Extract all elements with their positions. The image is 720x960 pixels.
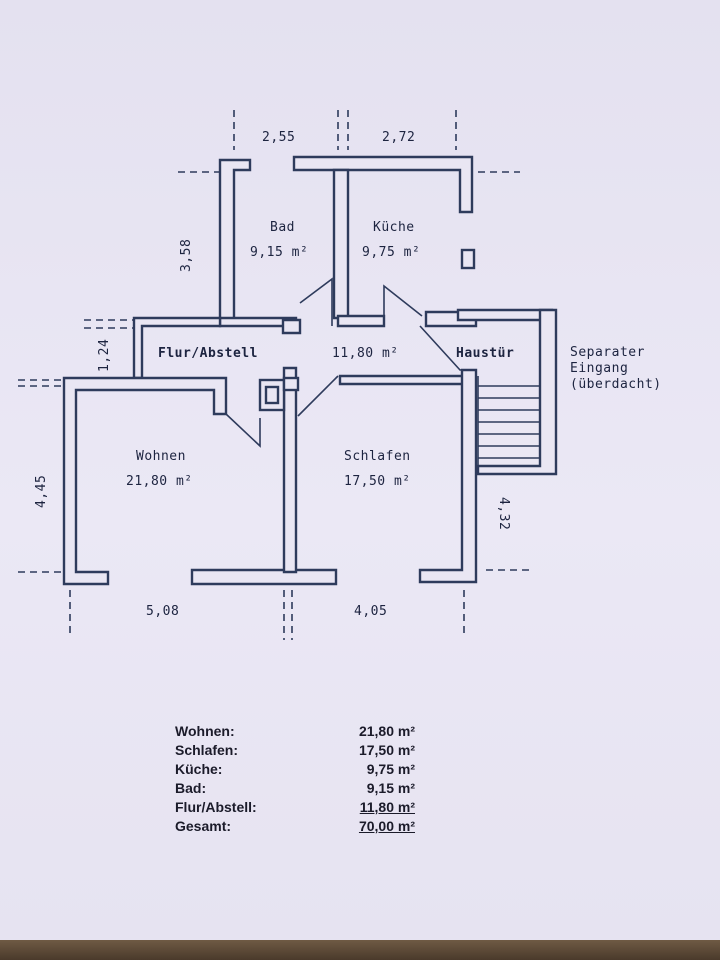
- summary-row-wohnen: Wohnen: 21,80 m²: [175, 722, 415, 741]
- summary-row-gesamt: Gesamt: 70,00 m²: [175, 817, 415, 836]
- wall-schlafen-top: [338, 374, 472, 386]
- dim-top-left: 2,55: [262, 130, 295, 145]
- summary-value: 17,50 m²: [358, 742, 415, 758]
- summary-label: Küche:: [175, 761, 223, 777]
- summary-label: Flur/Abstell:: [175, 799, 257, 815]
- dim-top-right: 2,72: [382, 130, 415, 145]
- room-bad-area: 9,15 m²: [250, 245, 308, 260]
- summary-label: Schlafen:: [175, 742, 239, 758]
- summary-total-value: 70,00 m²: [358, 818, 415, 834]
- door-haustuer: [419, 325, 476, 371]
- wall-wohnen-outer: [62, 376, 228, 586]
- dim-bottom-left: 5,08: [146, 604, 179, 619]
- dim-left-flur: 1,24: [97, 339, 112, 372]
- chimney-cap: [282, 376, 300, 392]
- summary-row-bad: Bad: 9,15 m²: [175, 779, 415, 798]
- room-kueche-area: 9,75 m²: [362, 245, 420, 260]
- table-edge: [0, 940, 720, 960]
- wall-stair-casing: [476, 308, 558, 476]
- walls: [62, 155, 558, 586]
- wall-bad-corner: [281, 318, 302, 335]
- door-schlafen: [297, 375, 339, 417]
- door-swings: [225, 277, 476, 448]
- room-haustuer-label: Haustür: [456, 346, 514, 361]
- summary-value: 11,80 m²: [359, 799, 415, 815]
- stairs: [477, 376, 540, 474]
- kitchen-window: [460, 248, 476, 270]
- floor-plan: Bad 9,15 m² Küche 9,75 m² Flur/Abstell 1…: [18, 110, 662, 640]
- wall-divider-wohnen-schlafen: [282, 366, 298, 574]
- wall-schlafen-right: [418, 368, 478, 584]
- summary-value: 9,75 m²: [366, 761, 415, 777]
- summary-label: Wohnen:: [175, 723, 235, 739]
- area-summary: Wohnen: 21,80 m² Schlafen: 17,50 m² Küch…: [175, 722, 415, 836]
- dimension-lines: [18, 110, 534, 640]
- summary-value: 9,15 m²: [366, 780, 415, 796]
- door-wohnen: [225, 413, 261, 448]
- room-wohnen-label: Wohnen: [136, 449, 186, 464]
- room-flur-label: Flur/Abstell: [158, 346, 258, 361]
- door-bad: [299, 277, 333, 326]
- room-bad-label: Bad: [270, 220, 295, 235]
- summary-row-kueche: Küche: 9,75 m²: [175, 760, 415, 779]
- summary-value: 21,80 m²: [358, 723, 415, 739]
- entrance-note-line-3: (überdacht): [570, 377, 662, 392]
- summary-row-flur: Flur/Abstell: 11,80 m²: [175, 798, 415, 817]
- summary-label: Gesamt:: [175, 818, 232, 834]
- dim-left-wohnen: 4,45: [34, 475, 49, 508]
- chimney-inner: [264, 385, 280, 405]
- room-flur-area: 11,80 m²: [332, 346, 399, 361]
- dim-bottom-right: 4,05: [354, 604, 387, 619]
- dim-right-schlafen: 4,32: [496, 497, 511, 530]
- door-kueche: [383, 284, 423, 317]
- dim-left-bad: 3,58: [179, 239, 194, 272]
- wall-divider-bad-kueche: [332, 168, 350, 320]
- wall-bottom-middle: [190, 568, 338, 586]
- wall-stair-top: [456, 308, 554, 322]
- room-schlafen-label: Schlafen: [344, 449, 411, 464]
- wall-bad-left: [218, 158, 252, 322]
- room-schlafen-area: 17,50 m²: [344, 474, 411, 489]
- wall-kueche-bottom: [336, 314, 386, 328]
- entrance-note-line-2: Eingang: [570, 361, 628, 376]
- room-kueche-label: Küche: [373, 220, 415, 235]
- summary-label: Bad:: [175, 780, 207, 796]
- summary-row-schlafen: Schlafen: 17,50 m²: [175, 741, 415, 760]
- wall-top: [292, 155, 474, 214]
- entrance-note-line-1: Separater: [570, 345, 645, 360]
- room-wohnen-area: 21,80 m²: [126, 474, 193, 489]
